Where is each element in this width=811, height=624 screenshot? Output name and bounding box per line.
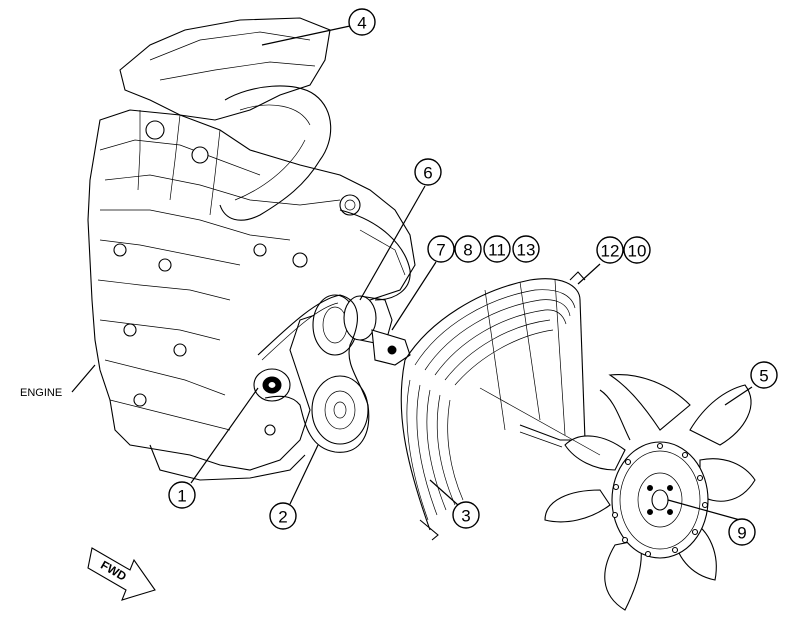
- callout-10-label: 10: [628, 242, 647, 261]
- engine-leader: [71, 364, 96, 393]
- callout-2: 2: [269, 502, 297, 530]
- cooling-fan: [544, 374, 756, 611]
- leader-7: [391, 261, 437, 331]
- callout-11: 11: [483, 235, 511, 263]
- callout-8: 8: [454, 235, 482, 263]
- callout-11-label: 11: [488, 241, 506, 260]
- fan-guard: [400, 271, 586, 541]
- callout-3: 3: [452, 501, 480, 529]
- callout-9-label: 9: [737, 524, 746, 543]
- callout-5-label: 5: [759, 367, 768, 386]
- callout-1-label: 1: [177, 487, 186, 506]
- leader-3: [429, 479, 459, 506]
- callout-13-label: 13: [517, 241, 536, 260]
- leader-2: [289, 444, 319, 505]
- engine-assembly: [87, 17, 416, 481]
- callout-5: 5: [750, 361, 778, 389]
- callout-2-label: 2: [278, 508, 287, 527]
- leader-5: [724, 386, 753, 406]
- callout-6: 6: [414, 158, 442, 186]
- engine-label: ENGINE: [20, 387, 62, 399]
- leader-9: [667, 499, 741, 521]
- callout-7-label: 7: [436, 241, 445, 260]
- callout-1: 1: [168, 481, 196, 509]
- callout-12-label: 12: [601, 242, 620, 261]
- crankshaft-pulley: [311, 375, 369, 445]
- leader-lines: [190, 25, 753, 521]
- callout-10: 10: [623, 236, 651, 264]
- belt-drive: [253, 294, 411, 453]
- callout-3-label: 3: [461, 507, 470, 526]
- callout-6-label: 6: [423, 164, 432, 183]
- engine-label-group: ENGINE: [20, 364, 96, 399]
- leader-12: [577, 263, 601, 285]
- callout-7: 7: [427, 235, 455, 263]
- leader-6: [359, 185, 426, 301]
- callout-8-label: 8: [463, 241, 472, 260]
- callout-4-label: 4: [357, 14, 366, 33]
- fan-axis-line: [479, 387, 601, 456]
- callout-13: 13: [512, 235, 540, 263]
- callout-9: 9: [728, 518, 756, 546]
- callout-4: 4: [348, 8, 376, 36]
- fwd-arrow: FWD: [87, 547, 156, 601]
- leader-4: [261, 25, 351, 46]
- leader-1: [190, 387, 259, 484]
- callout-12: 12: [596, 236, 624, 264]
